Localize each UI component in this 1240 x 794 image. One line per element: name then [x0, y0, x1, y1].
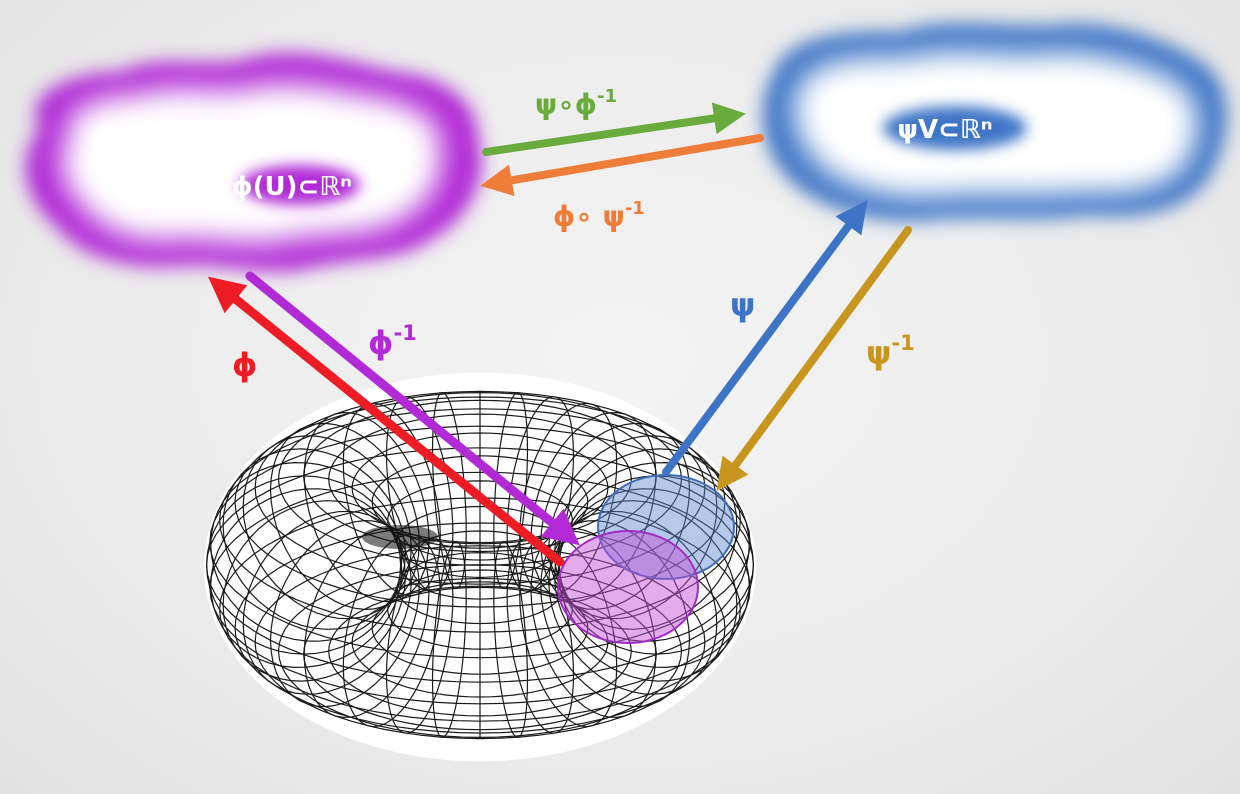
torus-parallel	[396, 551, 564, 625]
chart-v-label: ψV⊂ℝⁿ	[897, 115, 992, 145]
torus-parallel	[371, 581, 589, 675]
arrow-phi-psi-inv	[480, 134, 764, 197]
chart-v-cloud: ψV⊂ℝⁿ	[763, 23, 1227, 221]
label-phi-inv: ϕ-1	[368, 321, 417, 362]
arrow-phi-inv	[245, 271, 580, 546]
torus-parallel	[328, 585, 632, 717]
torus-parallel	[209, 471, 751, 705]
arrow-psi-phi-inv	[482, 102, 746, 156]
torus-hole	[362, 525, 438, 549]
arrow-psi	[662, 200, 868, 476]
torus-parallel	[277, 391, 683, 566]
patch-u	[557, 530, 699, 644]
arrow-phi	[208, 276, 565, 567]
label-phi-psi-inv: ϕ∘ ψ-1	[553, 198, 645, 233]
torus-parallel	[386, 569, 573, 650]
torus-parallel	[218, 408, 741, 633]
chart-u-cloud: ϕ(U)⊂ℝⁿ	[25, 53, 482, 272]
torus-parallel	[399, 530, 560, 600]
label-psi: ψ	[730, 286, 755, 324]
torus-parallel	[302, 577, 657, 731]
label-psi-inv: ψ-1	[866, 331, 915, 372]
label-phi: ϕ	[232, 346, 257, 384]
label-psi-phi-inv: ψ∘ϕ-1	[535, 86, 617, 121]
torus-parallel	[386, 480, 573, 561]
torus-parallel	[254, 545, 706, 740]
torus-parallel	[351, 586, 609, 698]
torus-parallel	[205, 447, 754, 683]
torus-parallel	[218, 497, 741, 722]
torus-parallel	[234, 522, 726, 734]
arrow-psi-inv	[716, 226, 912, 491]
torus-parallel	[254, 390, 706, 585]
chart-u-label: ϕ(U)⊂ℝⁿ	[232, 172, 352, 202]
torus-parallel	[277, 564, 683, 739]
